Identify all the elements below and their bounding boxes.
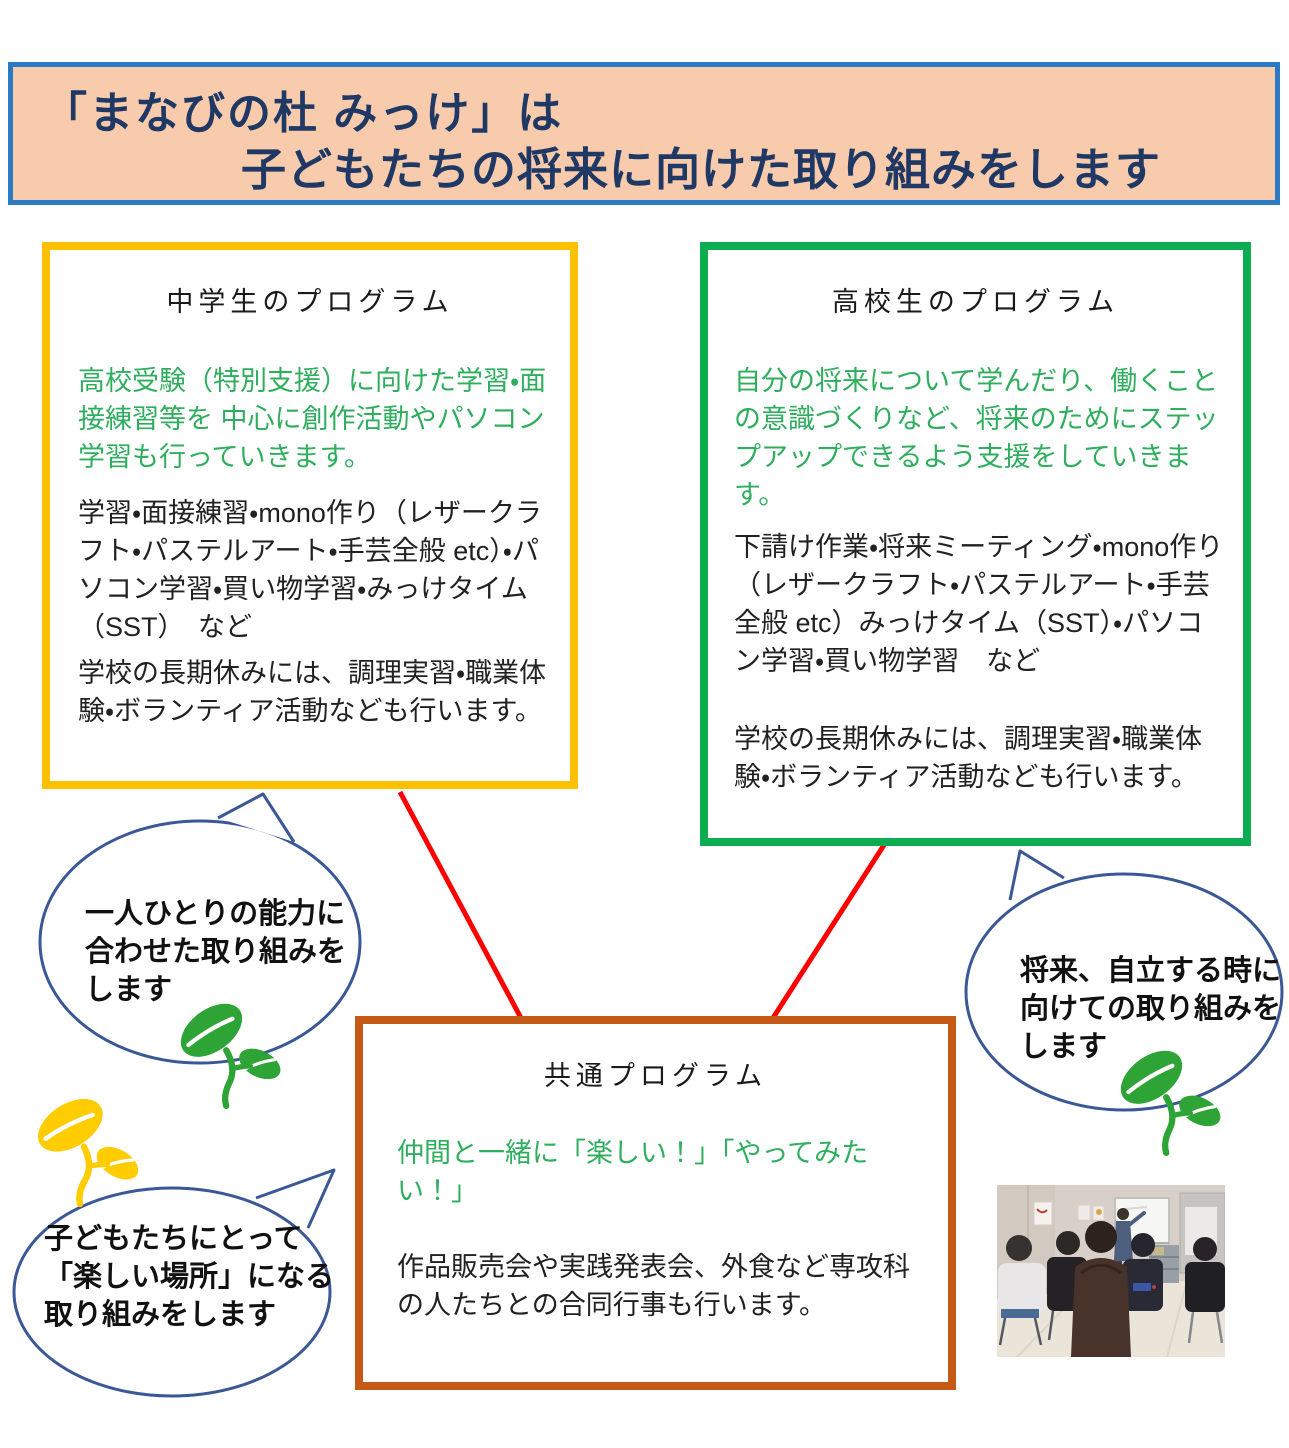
junior-program-holiday: 学校の長期休みには、調理実習・職業体験・ボランティア活動なども行います。	[78, 658, 547, 726]
bubble-ability-line1: 一人ひとりの能力に	[85, 898, 346, 930]
junior-program-lead: 高校受験（特別支援）に向けた学習・面接練習等を 中心に創作活動やパソコン学習も行…	[78, 366, 547, 472]
senior-program-title: 高校生のプログラム	[831, 287, 1120, 317]
classroom-photo-illustration	[997, 1185, 1226, 1358]
bubble-text-future: 将来、自立する時に 向けての取り組みを します	[1020, 952, 1281, 1066]
bubble-future-line2: 向けての取り組みを	[1020, 993, 1282, 1025]
bubble-fun-line3: 取り組みをします	[44, 1299, 277, 1331]
header-title-line2: 子どもたちの将来に向けた取り組みをします	[241, 144, 1162, 195]
common-program-title: 共通プログラム	[543, 1061, 768, 1091]
common-program-box: 共通プログラム 仲間と一緒に「楽しい！」「やってみたい！」 作品販売会や実践発表…	[355, 1016, 956, 1390]
bubble-text-fun: 子どもたちにとって 「楽しい場所」になる 取り組みをします	[44, 1220, 334, 1334]
junior-program-box: 中学生のプログラム 高校受験（特別支援）に向けた学習・面接練習等を 中心に創作活…	[42, 242, 578, 789]
bubble-ability-line2: 合わせた取り組みを	[85, 936, 347, 968]
senior-program-box: 高校生のプログラム 自分の将来について学んだり、働くことの意識づくりなど、将来の…	[700, 242, 1251, 846]
bubble-ability-line3: します	[85, 974, 173, 1006]
junior-program-title: 中学生のプログラム	[166, 287, 454, 317]
header-title-line1: 「まなびの杜 みっけ」は	[43, 89, 564, 138]
common-program-lead: 仲間と一緒に「楽しい！」「やってみたい！」	[397, 1138, 869, 1206]
bubble-future-line3: します	[1020, 1031, 1108, 1063]
green-sprout-icon	[171, 993, 285, 1106]
classroom-photo	[997, 1185, 1226, 1358]
senior-program-activities: 下請け作業・将来ミーティング・mono作り（レザークラフト・パステルアート・手芸…	[734, 532, 1224, 676]
senior-program-holiday: 学校の長期休みには、調理実習・職業体験・ボランティア活動なども行います。	[734, 724, 1203, 792]
bubble-text-ability: 一人ひとりの能力に 合わせた取り組みを します	[85, 895, 346, 1009]
common-program-events: 作品販売会や実践発表会、外食など専攻科の人たちとの合同行事も行います。	[397, 1252, 910, 1320]
yellow-sprout-icon	[24, 1084, 149, 1208]
bubble-future-line1: 将来、自立する時に	[1020, 955, 1282, 987]
senior-program-lead: 自分の将来について学んだり、働くことの意識づくりなど、将来のためにステップアップ…	[734, 366, 1219, 510]
junior-program-activities: 学習・面接練習・mono作り（レザークラフト・パステルアート・手芸全般 etc）…	[78, 498, 542, 642]
header-banner: 「まなびの杜 みっけ」は 子どもたちの将来に向けた取り組みをします	[8, 62, 1280, 205]
bubble-fun-line2: 「楽しい場所」になる	[44, 1261, 335, 1293]
bubble-fun-line1: 子どもたちにとって	[44, 1223, 303, 1255]
